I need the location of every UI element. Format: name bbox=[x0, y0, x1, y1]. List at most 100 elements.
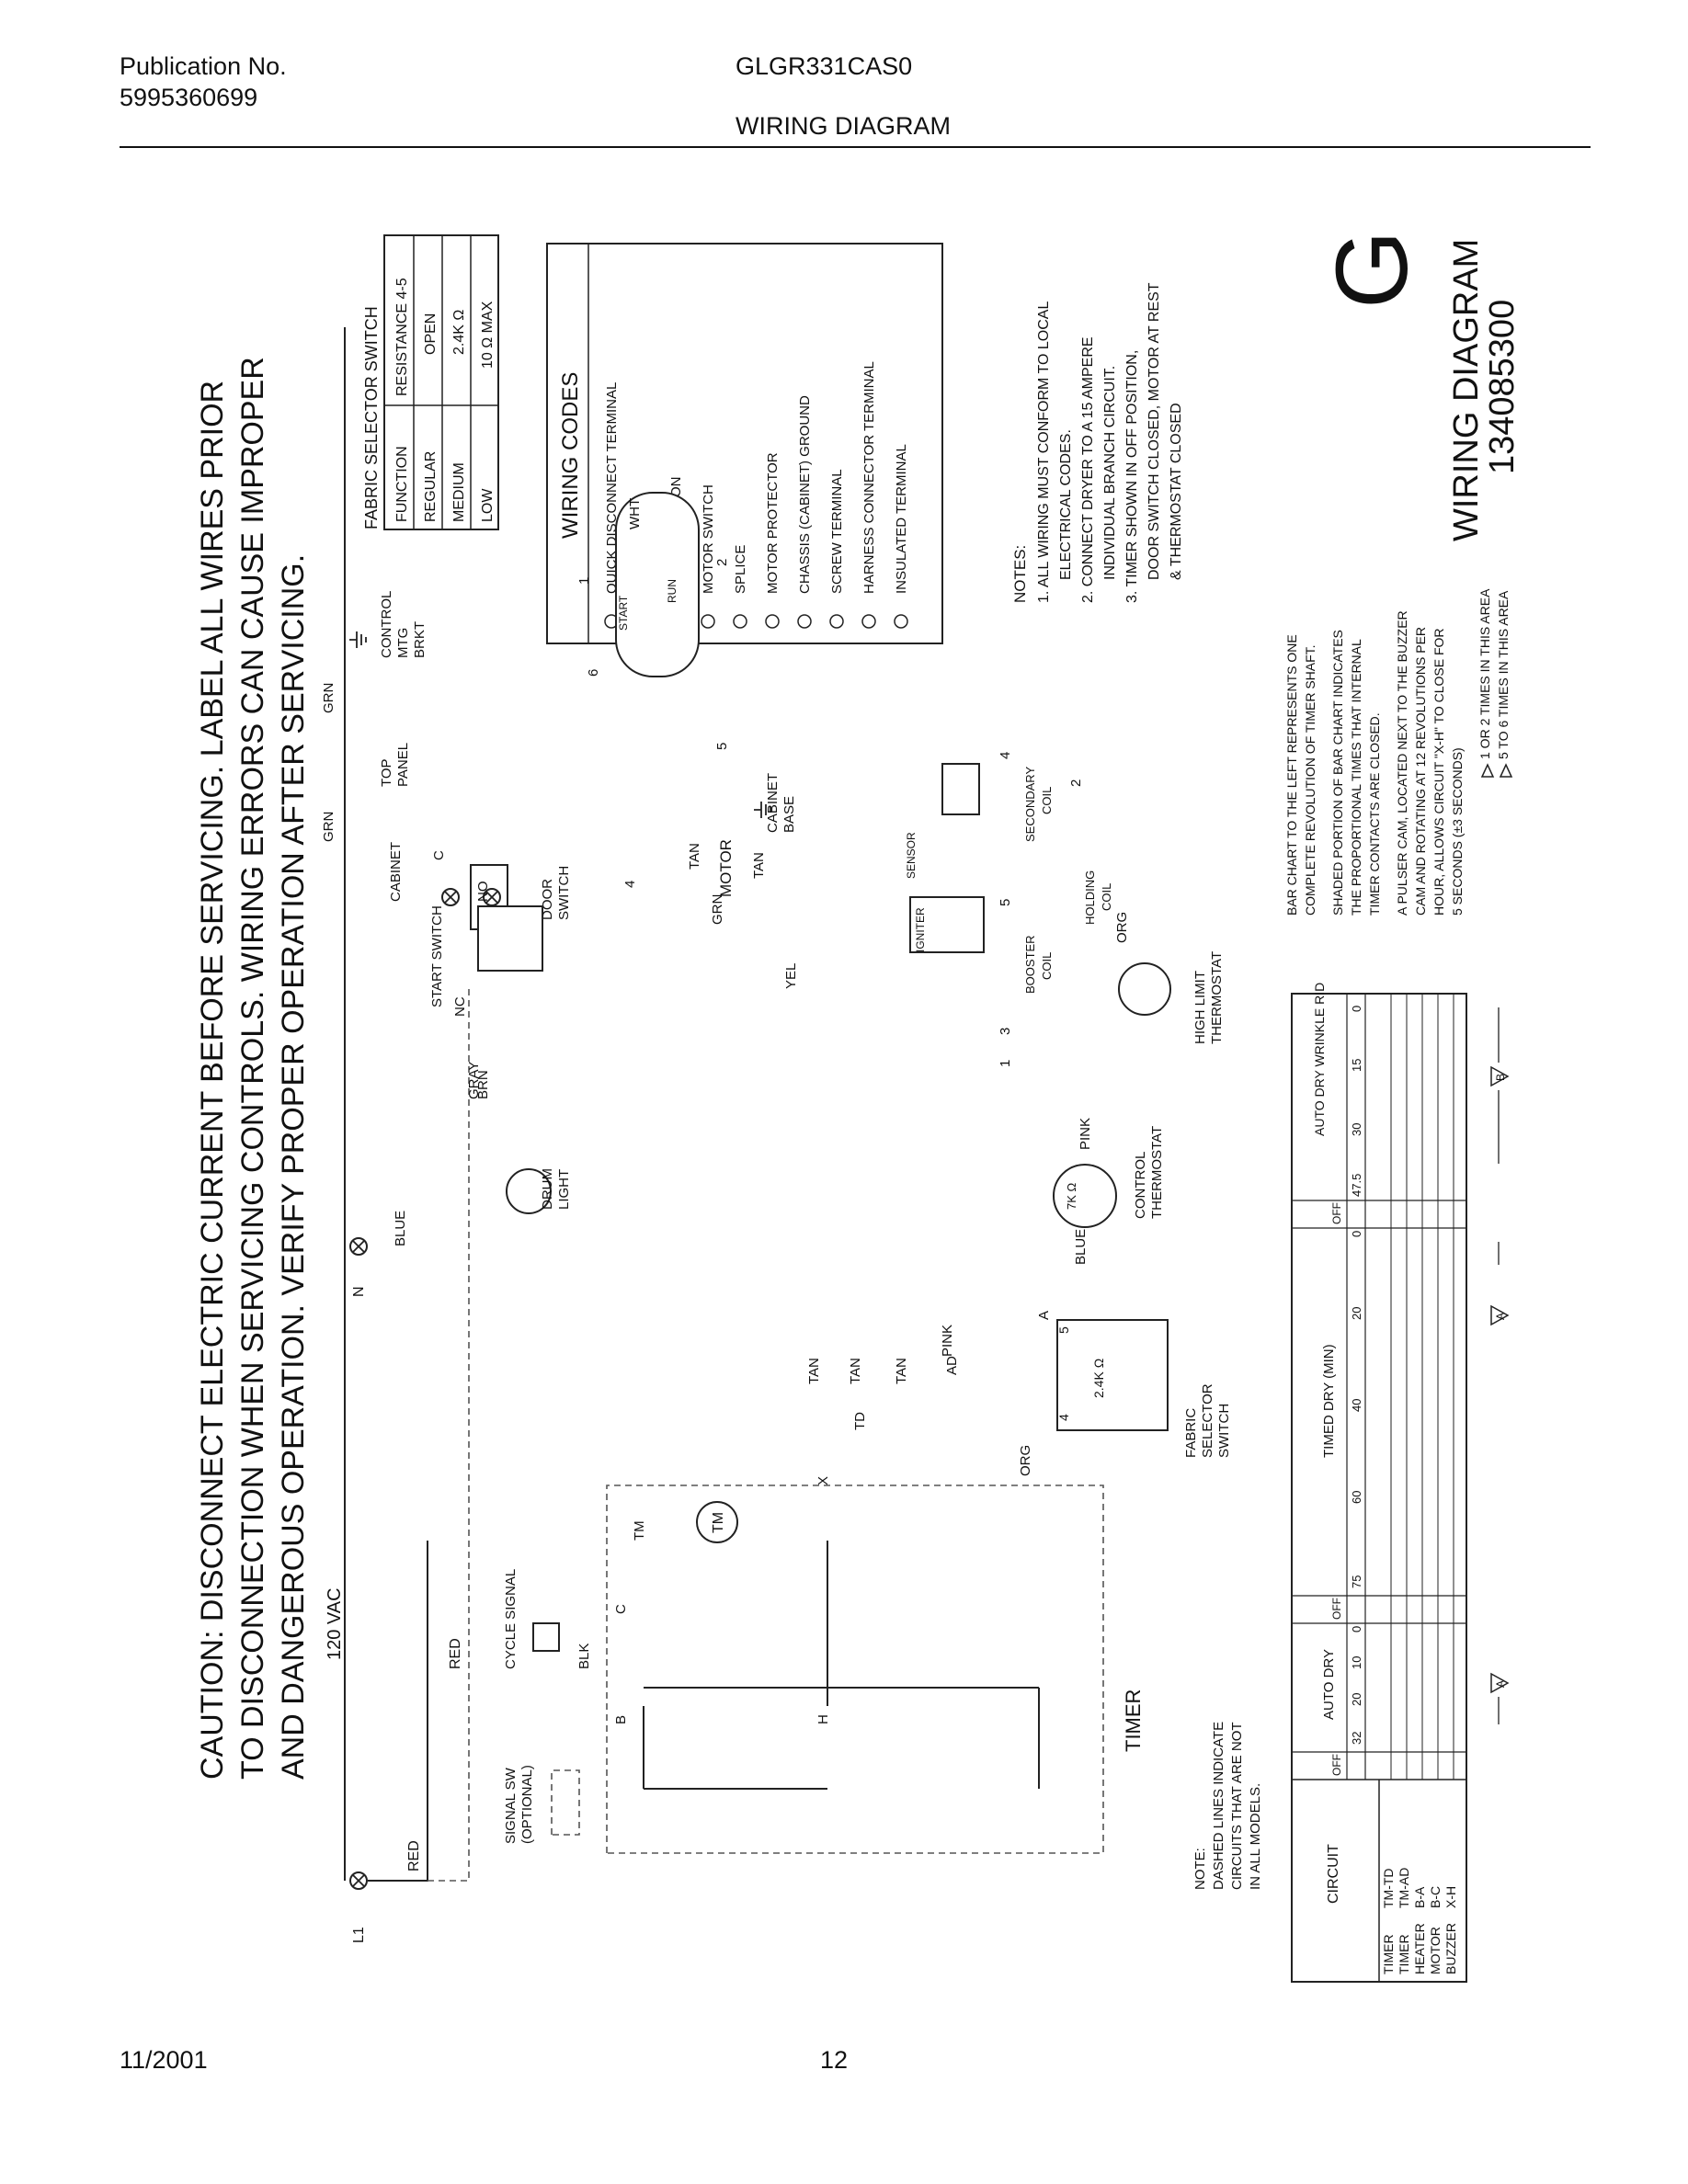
bar-note-line: 5 SECONDS (±3 SECONDS) bbox=[1450, 747, 1465, 916]
drum-light-1: DRUM bbox=[540, 1168, 555, 1210]
fabric-table-title: FABRIC SELECTOR SWITCH bbox=[362, 306, 381, 529]
dashed-note-line: NOTE: bbox=[1192, 1848, 1208, 1890]
timer-bar-chart: CIRCUIT TIMERTM-TDTIMERTM-ADHEATERB-AMOT… bbox=[1291, 983, 1510, 1983]
wiring-codes-title: WIRING CODES bbox=[558, 372, 583, 539]
bar-note-line: CAM AND ROTATING AT 12 REVOLUTIONS PER bbox=[1413, 627, 1428, 916]
igniter-label: IGNITER bbox=[914, 907, 927, 952]
caution-line-1: CAUTION: DISCONNECT ELECTRIC CURRENT BEF… bbox=[195, 381, 230, 1780]
tm-label: TM bbox=[711, 1512, 726, 1533]
control-mtg-1: CONTROL bbox=[379, 591, 394, 658]
start-switch-label: START SWITCH bbox=[429, 905, 445, 1007]
footer-date: 11/2001 bbox=[120, 2046, 208, 2074]
wire-tan-2: TAN bbox=[806, 1358, 822, 1384]
control-mtg-ground: CONTROL MTG BRKT GRN GRN bbox=[321, 591, 428, 842]
chart-marker-b-label: B bbox=[1494, 1074, 1507, 1081]
bar-note-line: HOUR, ALLOWS CIRCUIT "X-H" TO CLOSE FOR bbox=[1431, 628, 1446, 916]
coil-terminal: 2 bbox=[1068, 779, 1084, 787]
chart-marker-a-2: A bbox=[1490, 1242, 1510, 1326]
cabinet-base: CABINET BASE GRN bbox=[710, 773, 797, 925]
coil-terminal: 1 bbox=[998, 1060, 1013, 1067]
fabric-row-medium: MEDIUM bbox=[451, 462, 467, 522]
top-panel-2: PANEL bbox=[395, 743, 411, 787]
section-timed-dry: TIMED DRY (MIN) bbox=[1321, 1344, 1337, 1458]
coil-terminal: 5 bbox=[998, 899, 1013, 906]
bar-note-line: TIMER CONTACTS ARE CLOSED. bbox=[1367, 712, 1382, 916]
page-number: 12 bbox=[820, 2046, 849, 2074]
wire-blue-1: BLUE bbox=[393, 1211, 408, 1246]
timer-terminal-tm: TM bbox=[632, 1520, 647, 1541]
caution-line-2: TO DISCONNECTION WHEN SERVICING CONTROLS… bbox=[235, 357, 270, 1780]
circuit-code: X-H bbox=[1443, 1886, 1458, 1908]
legend-item: SCREW TERMINAL bbox=[829, 469, 845, 594]
legend-item: HARNESS CONNECTOR TERMINAL bbox=[861, 361, 877, 594]
fabric-row-regular-val: OPEN bbox=[423, 313, 439, 355]
booster-1: BOOSTER bbox=[1023, 935, 1037, 994]
wire-pink-1: PINK bbox=[940, 1325, 955, 1357]
chart-marker-b: B bbox=[1490, 1007, 1510, 1164]
timer-terminal-a: A bbox=[1036, 1311, 1052, 1320]
wire-grn-2: GRN bbox=[321, 812, 336, 842]
wire-org-1: ORG bbox=[1018, 1445, 1033, 1476]
drum-light-2: LIGHT bbox=[556, 1169, 572, 1210]
legend-marker-a bbox=[1480, 763, 1495, 778]
fabric-row-low: LOW bbox=[480, 488, 496, 522]
circuit-name: HEATER bbox=[1412, 1923, 1427, 1974]
wire-brn: BRN bbox=[475, 1070, 491, 1099]
secondary-2: COIL bbox=[1040, 787, 1054, 814]
wire-tan-3: TAN bbox=[848, 1358, 863, 1384]
drum-light: DRUM LIGHT BRN bbox=[475, 1070, 572, 1214]
wire-tan-4: TAN bbox=[894, 1358, 909, 1384]
tick-wr: 47.5 bbox=[1350, 1174, 1363, 1197]
fabric-sw-3: SWITCH bbox=[1216, 1404, 1232, 1458]
wire-tan-5: TAN bbox=[751, 852, 767, 879]
igniter: IGNITER bbox=[909, 896, 985, 953]
signal-sw-2: (OPTIONAL) bbox=[519, 1765, 535, 1844]
caution-line-3: AND DANGEROUS OPERATION. VERIFY PROPER O… bbox=[276, 554, 311, 1780]
holding-coil: HOLDING COIL bbox=[1083, 870, 1113, 925]
high-limit-thermostat: HIGH LIMIT THERMOSTAT ORG bbox=[1114, 912, 1225, 1044]
tick-wr: 30 bbox=[1350, 1123, 1363, 1136]
wire-blk: BLK bbox=[576, 1644, 592, 1669]
cabinet-ground: CABINET bbox=[348, 631, 404, 902]
wire-gray: GRAY bbox=[466, 1062, 482, 1099]
top-panel-1: TOP bbox=[379, 758, 394, 787]
line-n: N bbox=[351, 1286, 367, 1297]
timer-terminal-c: C bbox=[613, 1604, 629, 1614]
booster-2: COIL bbox=[1040, 952, 1054, 980]
wire-red-2: RED bbox=[448, 1638, 463, 1669]
motor: MOTOR START RUN GRAY WHT bbox=[466, 492, 735, 1099]
sheet-title: WIRING DIAGRAM bbox=[736, 112, 951, 140]
door-switch-2: SWITCH bbox=[556, 866, 572, 920]
legend-symbol bbox=[733, 614, 747, 629]
cabinet-label: CABINET bbox=[388, 842, 404, 902]
wire-red-1: RED bbox=[406, 1840, 422, 1871]
fabric-col-resistance: RESISTANCE 4-5 bbox=[394, 278, 410, 396]
holding-1: HOLDING bbox=[1083, 870, 1097, 925]
legend-symbol bbox=[894, 614, 908, 629]
tick-auto: 20 bbox=[1350, 1693, 1363, 1706]
notes-title: NOTES: bbox=[1011, 545, 1029, 603]
bar-off-2: OFF bbox=[1330, 1598, 1343, 1620]
line-l1: L1 bbox=[351, 1927, 367, 1943]
cabinet-base-1: CABINET bbox=[765, 773, 781, 833]
secondary-1: SECONDARY bbox=[1023, 767, 1037, 842]
legend-marker-b bbox=[1499, 763, 1513, 778]
sensor-label: SENSOR bbox=[905, 832, 918, 879]
chart-marker-a: A bbox=[1490, 1672, 1510, 1724]
tick-auto: 10 bbox=[1350, 1656, 1363, 1669]
door-switch-1: DOOR bbox=[540, 879, 555, 920]
tick-timed: 75 bbox=[1350, 1575, 1363, 1588]
header-rule bbox=[120, 146, 1591, 148]
legend-symbol bbox=[701, 614, 715, 629]
tick-wr: 15 bbox=[1350, 1059, 1363, 1072]
fabric-row-low-val: 10 Ω MAX bbox=[480, 301, 496, 369]
ct-r: 7K Ω bbox=[1065, 1182, 1078, 1210]
legend-item: CHASSIS (CABINET) GROUND bbox=[797, 395, 813, 594]
coil-terminal: 3 bbox=[998, 1028, 1013, 1035]
wiring-codes-legend: WIRING CODES QUICK DISCONNECT TERMINALCO… bbox=[546, 243, 943, 644]
signal-sw-1: SIGNAL SW bbox=[503, 1767, 519, 1844]
fabric-row-regular: REGULAR bbox=[423, 451, 439, 522]
bar-note-line: 5 TO 6 TIMES IN THIS AREA bbox=[1496, 590, 1511, 759]
